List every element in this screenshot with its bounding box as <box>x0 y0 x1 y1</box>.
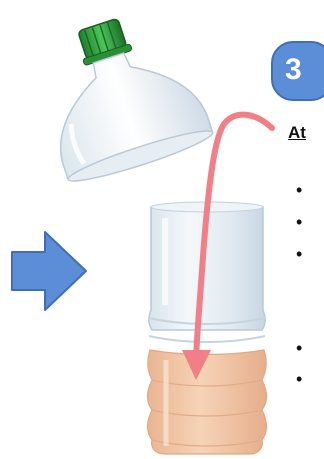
bullet-point: • <box>296 247 308 261</box>
bullet-point: • <box>296 215 308 229</box>
liquid <box>148 350 267 454</box>
instruction-heading: At <box>288 123 306 143</box>
bullet-point: • <box>296 341 308 355</box>
bullet-point: • <box>296 372 308 386</box>
step-number: 3 <box>285 50 302 90</box>
right-arrow-icon <box>12 232 86 310</box>
step-number-badge: 3 <box>271 41 324 101</box>
bottle-top-piece <box>25 1 215 188</box>
bullet-point: • <box>296 183 308 197</box>
